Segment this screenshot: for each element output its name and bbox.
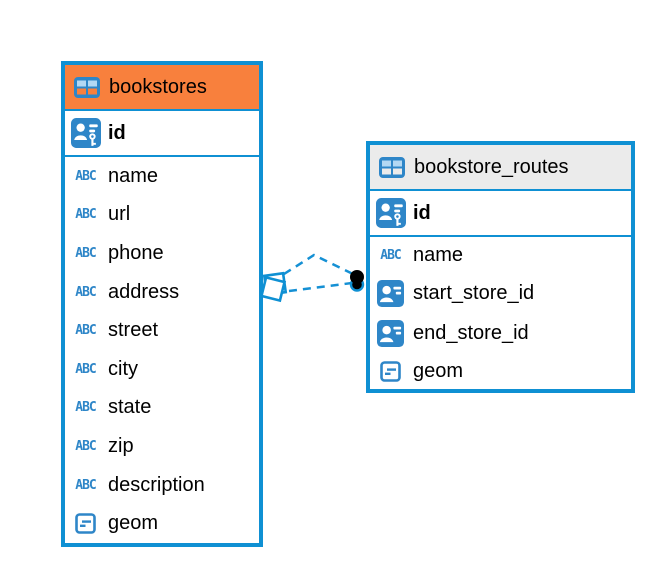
column-list: ABC name start_store_id	[370, 237, 631, 389]
table-header-bookstores[interactable]: bookstores	[65, 65, 259, 111]
table-row[interactable]: ABC address	[65, 273, 259, 312]
table-row[interactable]: ABC name	[65, 157, 259, 196]
primary-key-row[interactable]: id	[65, 111, 259, 157]
table-row[interactable]: geom	[370, 353, 631, 389]
geometry-type-icon	[70, 513, 101, 534]
dot-marker[interactable]	[349, 270, 365, 292]
table-row[interactable]: ABC state	[65, 389, 259, 428]
table-row[interactable]: ABC name	[370, 237, 631, 273]
table-row[interactable]: ABC street	[65, 311, 259, 350]
table-header-bookstore-routes[interactable]: bookstore_routes	[370, 145, 631, 191]
table-row[interactable]: ABC phone	[65, 234, 259, 273]
geometry-type-icon	[375, 360, 406, 382]
foreign-key-icon	[375, 279, 406, 307]
text-type-icon: ABC	[380, 247, 402, 263]
table-title: bookstores	[109, 75, 207, 98]
text-type-icon: ABC	[75, 361, 97, 377]
column-list: ABC name ABC url ABC phone ABC address A…	[65, 157, 259, 543]
text-type-icon: ABC	[75, 438, 97, 454]
table-title: bookstore_routes	[414, 155, 569, 178]
primary-key-row[interactable]: id	[370, 191, 631, 237]
text-type-icon: ABC	[75, 284, 97, 300]
primary-key-label: id	[108, 121, 126, 144]
relationship-line-upper	[283, 253, 356, 277]
table-icon	[376, 156, 407, 178]
text-type-icon: ABC	[75, 207, 97, 223]
primary-key-icon	[375, 198, 406, 228]
text-type-icon: ABC	[75, 245, 97, 261]
table-row[interactable]: ABC description	[65, 466, 259, 505]
table-row[interactable]: end_store_id	[370, 313, 631, 353]
entity-table-bookstores[interactable]: bookstores id ABC na	[61, 61, 263, 547]
diamond-marker[interactable]	[259, 271, 288, 303]
text-type-icon: ABC	[75, 477, 97, 493]
relationship-line-lower	[288, 281, 353, 293]
relationship-edge[interactable]	[259, 253, 365, 303]
entity-table-bookstore-routes[interactable]: bookstore_routes id ABC	[366, 141, 635, 393]
table-row[interactable]: ABC url	[65, 196, 259, 235]
table-row[interactable]: start_store_id	[370, 273, 631, 313]
table-row[interactable]: ABC zip	[65, 427, 259, 466]
foreign-key-icon	[375, 319, 406, 347]
table-icon	[71, 76, 102, 98]
primary-key-icon	[70, 118, 101, 148]
table-row[interactable]: geom	[65, 504, 259, 543]
text-type-icon: ABC	[75, 323, 97, 339]
table-row[interactable]: ABC city	[65, 350, 259, 389]
primary-key-label: id	[413, 201, 431, 224]
text-type-icon: ABC	[75, 168, 97, 184]
text-type-icon: ABC	[75, 400, 97, 416]
